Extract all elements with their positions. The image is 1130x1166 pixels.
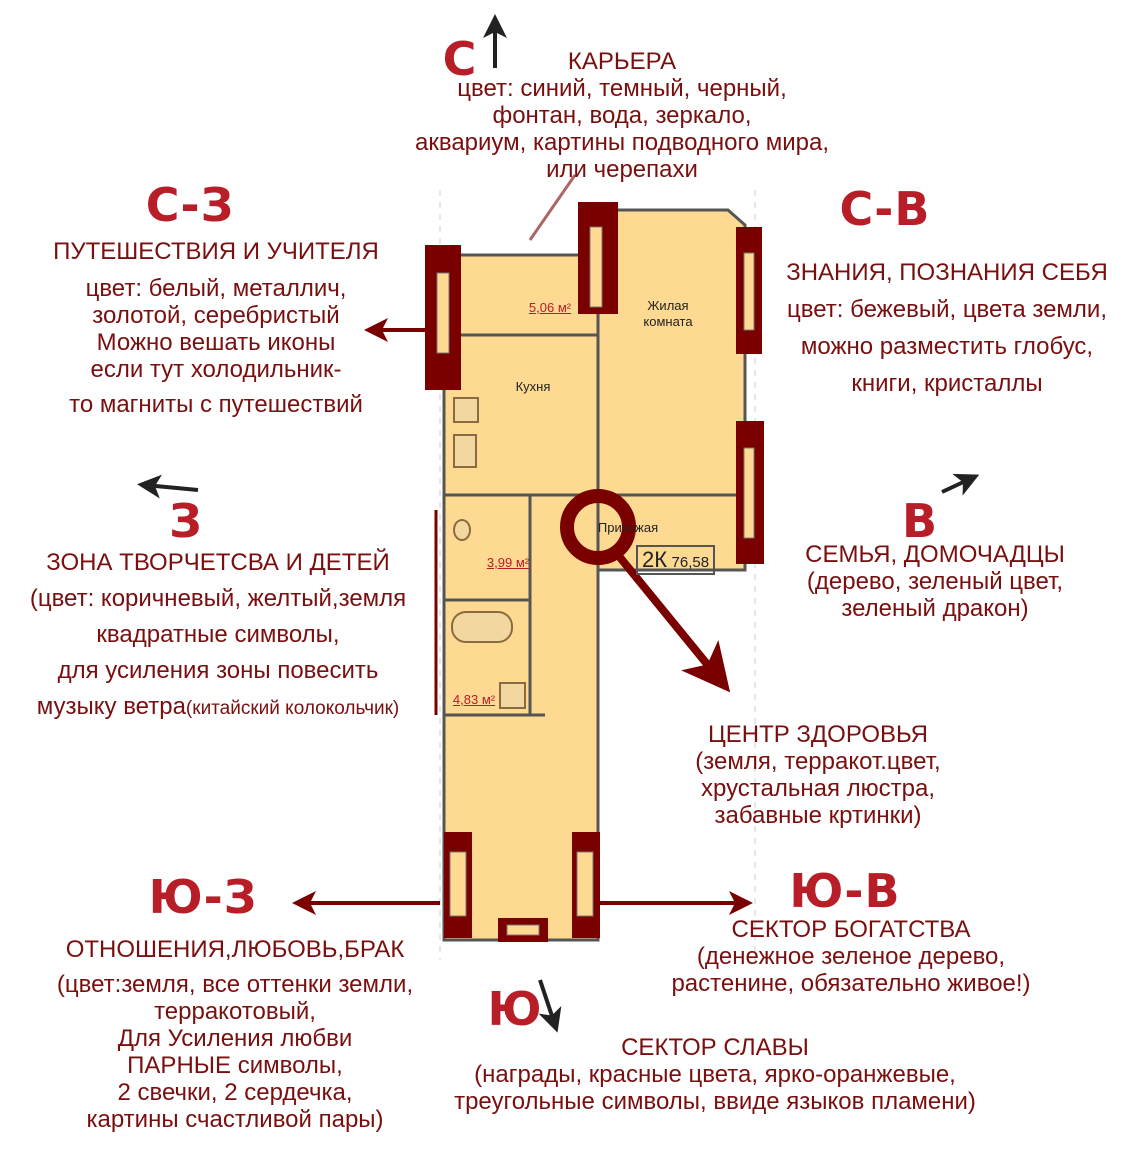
text-line: ПУТЕШЕСТВИЯ И УЧИТЕЛЯ: [53, 238, 379, 265]
text-line: (земля, терракот.цвет,: [695, 748, 941, 775]
room-hall: Прихожая: [597, 520, 659, 535]
text-line: цвет: белый, металлич,: [85, 275, 347, 302]
heading-se: Ю-В: [789, 864, 901, 918]
text-line: Для Усиления любви: [117, 1025, 353, 1052]
text-line: Можно вешать иконы: [96, 329, 336, 356]
text-line: треугольные символы, ввиде языков пламен…: [454, 1088, 976, 1115]
heading-s: Ю: [487, 982, 543, 1036]
bath-area: 4,83 м²: [452, 692, 496, 707]
fixtures: [451, 397, 526, 709]
heading-sw: Ю-З: [148, 870, 258, 924]
sector-center-text: ЦЕНТР ЗДОРОВЬЯ(земля, терракот.цвет,хрус…: [695, 721, 940, 829]
walls: [439, 190, 756, 960]
sector-ne-text: ЗНАНИЯ, ПОЗНАНИЯ СЕБЯ цвет: бежевый, цвет…: [786, 254, 1108, 402]
apt-area: 76,58: [671, 554, 710, 571]
east-arrow-icon: [941, 473, 980, 496]
sector-s-text: СЕКТОР СЛАВЫ(награды, красные цвета, ярк…: [454, 1034, 976, 1115]
sector-w-text: ЗОНА ТВОРЧЕТСВА И ДЕТЕЙ (цвет: коричневый…: [30, 545, 406, 727]
text-line: ЦЕНТР ЗДОРОВЬЯ: [707, 721, 929, 748]
text-line: терракотовый,: [154, 998, 316, 1025]
balcony-area: 5,06 м²: [528, 300, 572, 315]
text-line: цвет: синий, темный, черный,: [457, 75, 787, 102]
text-line: КАРЬЕРА: [567, 48, 677, 75]
text-line: СЕКТОР СЛАВЫ: [621, 1034, 809, 1061]
text-line: 2 свечки, 2 сердечка,: [117, 1079, 353, 1106]
text-line: квадратные символы,: [96, 621, 340, 648]
text-line: ПАРНЫЕ символы,: [127, 1052, 343, 1079]
text-line: для усиления зоны повесить: [57, 657, 379, 684]
text-line: растенине, обязательно живое!): [671, 970, 1031, 997]
text-line: аквариум, картины подводного мира,: [415, 129, 829, 156]
center-arrow: [614, 552, 731, 693]
room-label: Жилая: [647, 298, 689, 313]
text-line: забавные кртинки): [714, 802, 922, 829]
text-line: книги, кристаллы: [851, 370, 1043, 397]
apt-type: 2К: [642, 547, 668, 572]
south-arrow-icon: [538, 979, 562, 1033]
apartment-badge: 2К 76,58: [636, 545, 716, 575]
text-line: можно разместить глобус,: [800, 333, 1094, 360]
sector-se-text: СЕКТОР БОГАТСТВА(денежное зеленое дерево…: [671, 916, 1030, 997]
text-line: цвет: бежевый, цвета земли,: [787, 296, 1107, 323]
text-line: если тут холодильник-: [90, 356, 342, 383]
heading-ne: С-В: [839, 182, 931, 236]
sector-sw-text: ОТНОШЕНИЯ,ЛЮБОВЬ,БРАК (цвет:земля, все от…: [57, 936, 413, 1133]
text-line: (цвет: коричневый, желтый,земля: [29, 585, 407, 612]
text-line: картины счастливой пары): [86, 1106, 384, 1133]
text-line: фонтан, вода, зеркало,: [492, 102, 752, 129]
room-label: комната: [643, 314, 693, 329]
text-line: (дерево, зеленый цвет,: [806, 568, 1064, 595]
text-line: СЕМЬЯ, ДОМОЧАДЦЫ: [805, 541, 1065, 568]
text-line: зеленый дракон): [841, 595, 1029, 622]
text-line: ЗОНА ТВОРЧЕТСВА И ДЕТЕЙ: [46, 549, 390, 576]
heading-e: В: [901, 494, 939, 548]
wc-area: 3,99 м²: [486, 555, 530, 570]
room-kitchen: Кухня: [515, 379, 551, 394]
text-line: или черепахи: [546, 156, 698, 183]
text-line: СЕКТОР БОГАТСТВА: [731, 916, 971, 943]
heading-w: З: [169, 494, 203, 548]
text-line: золотой, серебристый: [92, 302, 340, 329]
text-line: ЗНАНИЯ, ПОЗНАНИЯ СЕБЯ: [786, 259, 1108, 286]
sector-e-text: СЕМЬЯ, ДОМОЧАДЦЫ(дерево, зеленый цвет,зе…: [805, 541, 1065, 622]
text-line-small: (китайский колокольчик): [185, 698, 400, 719]
center-circle: [560, 489, 636, 565]
text-line: (денежное зеленое дерево,: [696, 943, 1006, 970]
text-line: (цвет:земля, все оттенки земли,: [56, 971, 414, 998]
west-arrow-icon: [137, 474, 199, 499]
text-line: то магниты с путешествий: [69, 391, 363, 418]
heading-n: С: [442, 32, 478, 86]
floor-fill: [442, 208, 747, 942]
text-line: музыку ветра: [36, 693, 186, 720]
text-line: (награды, красные цвета, ярко-оранжевые,: [474, 1061, 956, 1088]
text-line: хрустальная люстра,: [700, 775, 936, 802]
text-line: ОТНОШЕНИЯ,ЛЮБОВЬ,БРАК: [65, 936, 405, 963]
heading-nw: С-З: [145, 178, 235, 232]
sector-nw-text: ПУТЕШЕСТВИЯ И УЧИТЕЛЯ цвет: белый, металл…: [53, 238, 379, 418]
